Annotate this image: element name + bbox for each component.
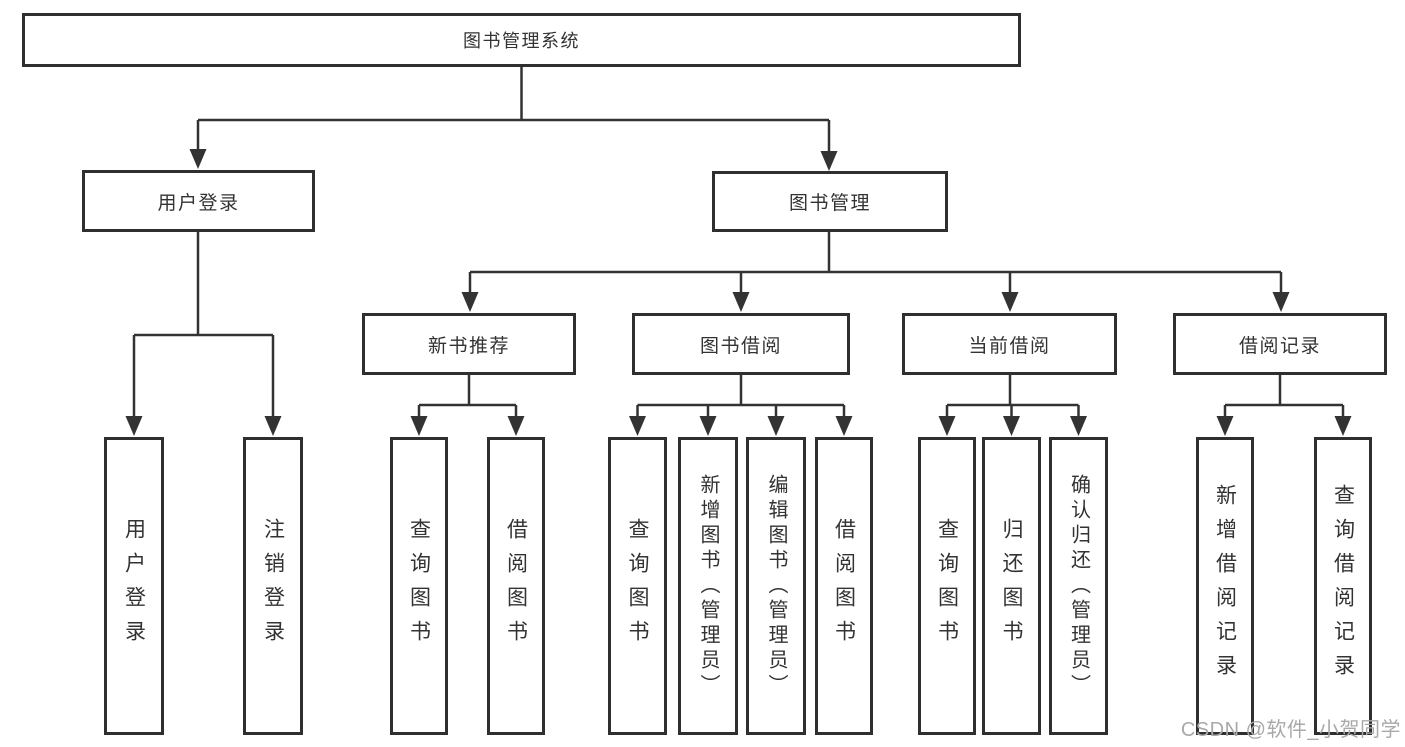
- leaf-user-login: 用户登录: [104, 437, 164, 735]
- leaf-add-book-admin: 新增图书（管理员）: [678, 437, 738, 735]
- csdn-watermark: CSDN @软件_小贺同学: [1180, 719, 1401, 741]
- node-book-borrow-label: 图书借阅: [699, 335, 782, 357]
- leaf-return-book-label: 归还图书: [1000, 518, 1023, 654]
- leaf-borrow-books-label: 借阅图书: [832, 518, 856, 654]
- leaf-query-borrow-record: 查询借阅记录: [1314, 437, 1372, 735]
- leaf-user-login-label: 用户登录: [122, 518, 146, 654]
- node-new-book-recommend-label: 新书推荐: [427, 335, 510, 357]
- leaf-confirm-return-admin-label: 确认归还（管理员）: [1067, 473, 1090, 699]
- leaf-borrow-books-recommend: 借阅图书: [487, 437, 545, 735]
- node-current-borrow-label: 当前借阅: [968, 335, 1051, 357]
- node-user-login: 用户登录: [82, 170, 315, 232]
- leaf-query-books-current: 查询图书: [918, 437, 976, 735]
- leaf-query-books-recommend: 查询图书: [390, 437, 448, 735]
- leaf-edit-book-admin: 编辑图书（管理员）: [746, 437, 806, 735]
- node-current-borrow: 当前借阅: [902, 313, 1117, 375]
- leaf-query-books-recommend-label: 查询图书: [407, 518, 431, 654]
- leaf-edit-book-admin-label: 编辑图书（管理员）: [765, 473, 787, 699]
- leaf-query-books-borrow: 查询图书: [608, 437, 667, 735]
- leaf-logout: 注销登录: [243, 437, 303, 735]
- node-new-book-recommend: 新书推荐: [362, 313, 576, 375]
- node-borrow-records: 借阅记录: [1173, 313, 1387, 375]
- node-book-borrow: 图书借阅: [632, 313, 850, 375]
- leaf-borrow-books-recommend-label: 借阅图书: [504, 518, 528, 654]
- leaf-confirm-return-admin: 确认归还（管理员）: [1049, 437, 1108, 735]
- leaf-logout-label: 注销登录: [261, 518, 285, 654]
- node-root: 图书管理系统: [22, 13, 1021, 67]
- leaf-add-book-admin-label: 新增图书（管理员）: [697, 473, 719, 699]
- node-user-login-label: 用户登录: [157, 192, 240, 214]
- node-book-management-label: 图书管理: [788, 193, 871, 214]
- leaf-query-borrow-record-label: 查询借阅记录: [1331, 484, 1355, 688]
- leaf-add-borrow-record: 新增借阅记录: [1196, 437, 1254, 735]
- node-book-management: 图书管理: [712, 171, 948, 232]
- node-root-label: 图书管理系统: [463, 31, 580, 51]
- leaf-borrow-books: 借阅图书: [815, 437, 873, 735]
- leaf-add-borrow-record-label: 新增借阅记录: [1213, 484, 1237, 688]
- leaf-return-book: 归还图书: [982, 437, 1041, 735]
- leaf-query-books-borrow-label: 查询图书: [626, 518, 649, 654]
- leaf-query-books-current-label: 查询图书: [935, 518, 959, 654]
- node-borrow-records-label: 借阅记录: [1238, 335, 1321, 357]
